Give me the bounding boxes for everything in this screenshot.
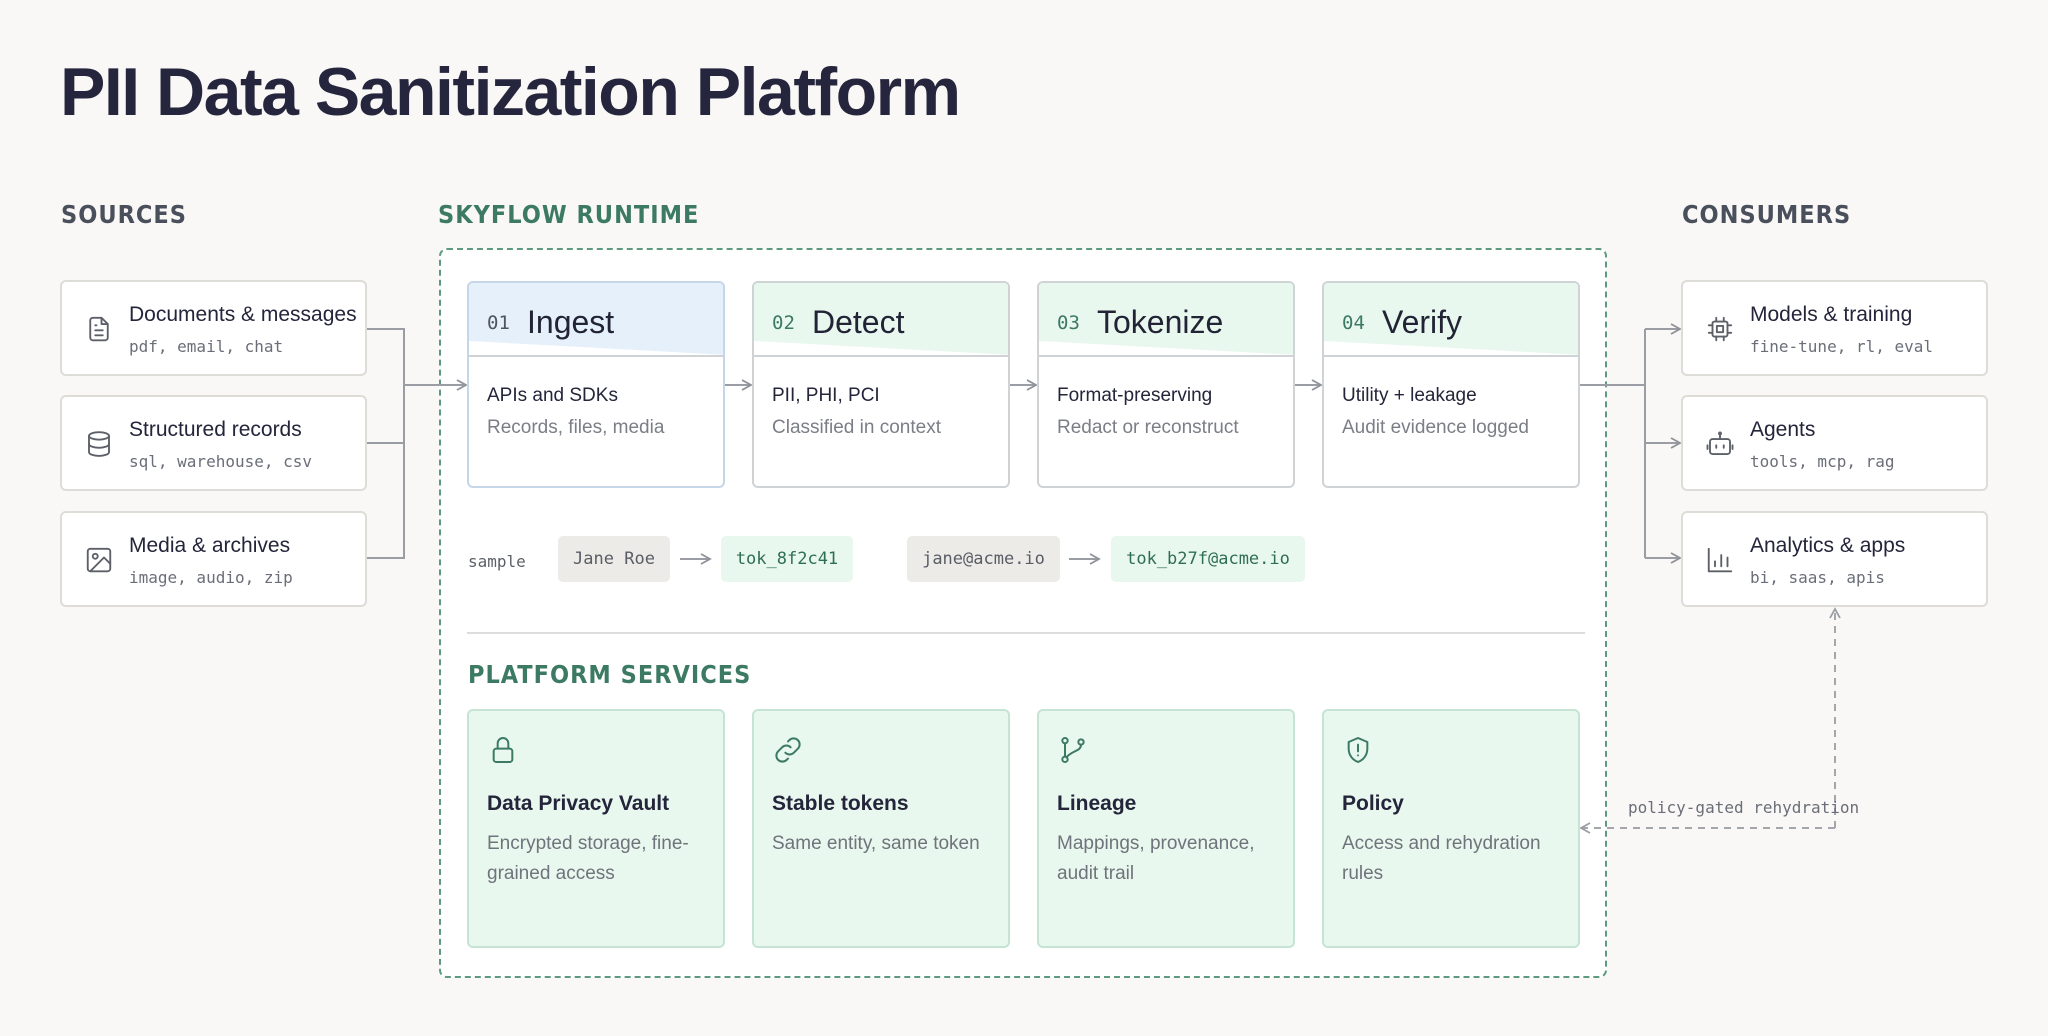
chip-icon <box>1705 314 1735 344</box>
stage-header <box>1039 283 1293 355</box>
stage-header-fill <box>754 283 1008 355</box>
service-stable-tokens[interactable]: Stable tokens Same entity, same token <box>752 709 1010 948</box>
consumer-card-analytics[interactable]: Analytics & apps bi, saas, apis <box>1681 511 1988 607</box>
source-card-structured[interactable]: Structured records sql, warehouse, csv <box>60 395 367 491</box>
database-icon <box>84 429 114 459</box>
stage-number: 04 <box>1342 312 1365 334</box>
service-vault[interactable]: Data Privacy Vault Encrypted storage, fi… <box>467 709 725 948</box>
stage-number: 02 <box>772 312 795 334</box>
consumer-tags: bi, saas, apis <box>1750 568 1885 587</box>
consumer-card-agents[interactable]: Agents tools, mcp, rag <box>1681 395 1988 491</box>
stage-header-fill <box>1324 283 1578 355</box>
service-description: Access and rehydration rules <box>1342 833 1541 884</box>
service-name: Lineage <box>1057 792 1137 815</box>
stage-line2: Records, files, media <box>487 417 665 438</box>
source-card-media[interactable]: Media & archives image, audio, zip <box>60 511 367 607</box>
lock-icon <box>487 734 519 766</box>
stage-header <box>1324 283 1578 355</box>
page-title: PII Data Sanitization Platform <box>60 54 961 130</box>
bar-chart-icon <box>1705 545 1735 575</box>
consumer-name: Analytics & apps <box>1750 534 1906 557</box>
sample-label: sample <box>468 552 526 571</box>
source-tags: image, audio, zip <box>129 568 293 587</box>
sources-heading: SOURCES <box>61 200 187 229</box>
stage-line2: Redact or reconstruct <box>1057 417 1239 438</box>
source-name: Structured records <box>129 418 302 441</box>
source-name: Media & archives <box>129 534 291 557</box>
stage-line2: Audit evidence logged <box>1342 417 1529 438</box>
section-divider <box>467 632 1585 634</box>
stage-title: Detect <box>812 304 905 340</box>
stage-number: 03 <box>1057 312 1080 334</box>
service-description: Encrypted storage, fine-grained access <box>487 833 689 884</box>
consumer-name: Agents <box>1750 418 1816 441</box>
service-name: Policy <box>1342 792 1404 815</box>
policy-rehydration-label: policy-gated rehydration <box>1628 798 1860 817</box>
stage-verify[interactable]: 04 Verify Utility + leakage Audit eviden… <box>1322 281 1580 488</box>
stage-line1: APIs and SDKs <box>487 385 618 406</box>
stage-number: 01 <box>487 312 510 334</box>
platform-services-heading: PLATFORM SERVICES <box>468 660 752 689</box>
consumers-heading: CONSUMERS <box>1682 200 1852 229</box>
stage-line1: Format-preserving <box>1057 385 1213 406</box>
stage-tokenize[interactable]: 03 Tokenize Format-preserving Redact or … <box>1037 281 1295 488</box>
sample-token-name: tok_8f2c41 <box>721 536 853 582</box>
stage-title: Verify <box>1382 304 1463 340</box>
service-description: Same entity, same token <box>772 833 980 854</box>
consumer-tags: fine-tune, rl, eval <box>1750 337 1934 356</box>
service-name: Stable tokens <box>772 792 909 815</box>
stage-line1: PII, PHI, PCI <box>772 385 880 406</box>
stage-header <box>469 283 723 355</box>
stage-header <box>754 283 1008 355</box>
document-icon <box>84 314 114 344</box>
consumer-card-models[interactable]: Models & training fine-tune, rl, eval <box>1681 280 1988 376</box>
sample-raw-name: Jane Roe <box>558 536 670 582</box>
service-policy[interactable]: Policy Access and rehydration rules <box>1322 709 1580 948</box>
consumer-name: Models & training <box>1750 303 1913 326</box>
stage-title: Tokenize <box>1097 304 1224 340</box>
source-tags: pdf, email, chat <box>129 337 284 356</box>
stage-title: Ingest <box>527 304 615 340</box>
runtime-heading: SKYFLOW RUNTIME <box>438 200 700 229</box>
stage-header-fill <box>1039 283 1293 355</box>
source-name: Documents & messages <box>129 303 357 326</box>
sample-token-email: tok_b27f@acme.io <box>1111 536 1305 582</box>
stage-line1: Utility + leakage <box>1342 385 1477 406</box>
service-lineage[interactable]: Lineage Mappings, provenance, audit trai… <box>1037 709 1295 948</box>
shield-alert-icon <box>1342 734 1374 766</box>
service-description: Mappings, provenance, audit trail <box>1057 833 1255 884</box>
sample-raw-email: jane@acme.io <box>907 536 1060 582</box>
source-tags: sql, warehouse, csv <box>129 452 313 471</box>
bot-icon <box>1705 429 1735 459</box>
stage-detect[interactable]: 02 Detect PII, PHI, PCI Classified in co… <box>752 281 1010 488</box>
consumer-tags: tools, mcp, rag <box>1750 452 1895 471</box>
source-card-documents[interactable]: Documents & messages pdf, email, chat <box>60 280 367 376</box>
stage-ingest[interactable]: 01 Ingest APIs and SDKs Records, files, … <box>467 281 725 488</box>
stage-line2: Classified in context <box>772 417 941 438</box>
image-icon <box>84 545 114 575</box>
stage-header-fill <box>469 283 723 355</box>
branch-icon <box>1057 734 1089 766</box>
link-icon <box>772 734 804 766</box>
service-name: Data Privacy Vault <box>487 792 670 815</box>
